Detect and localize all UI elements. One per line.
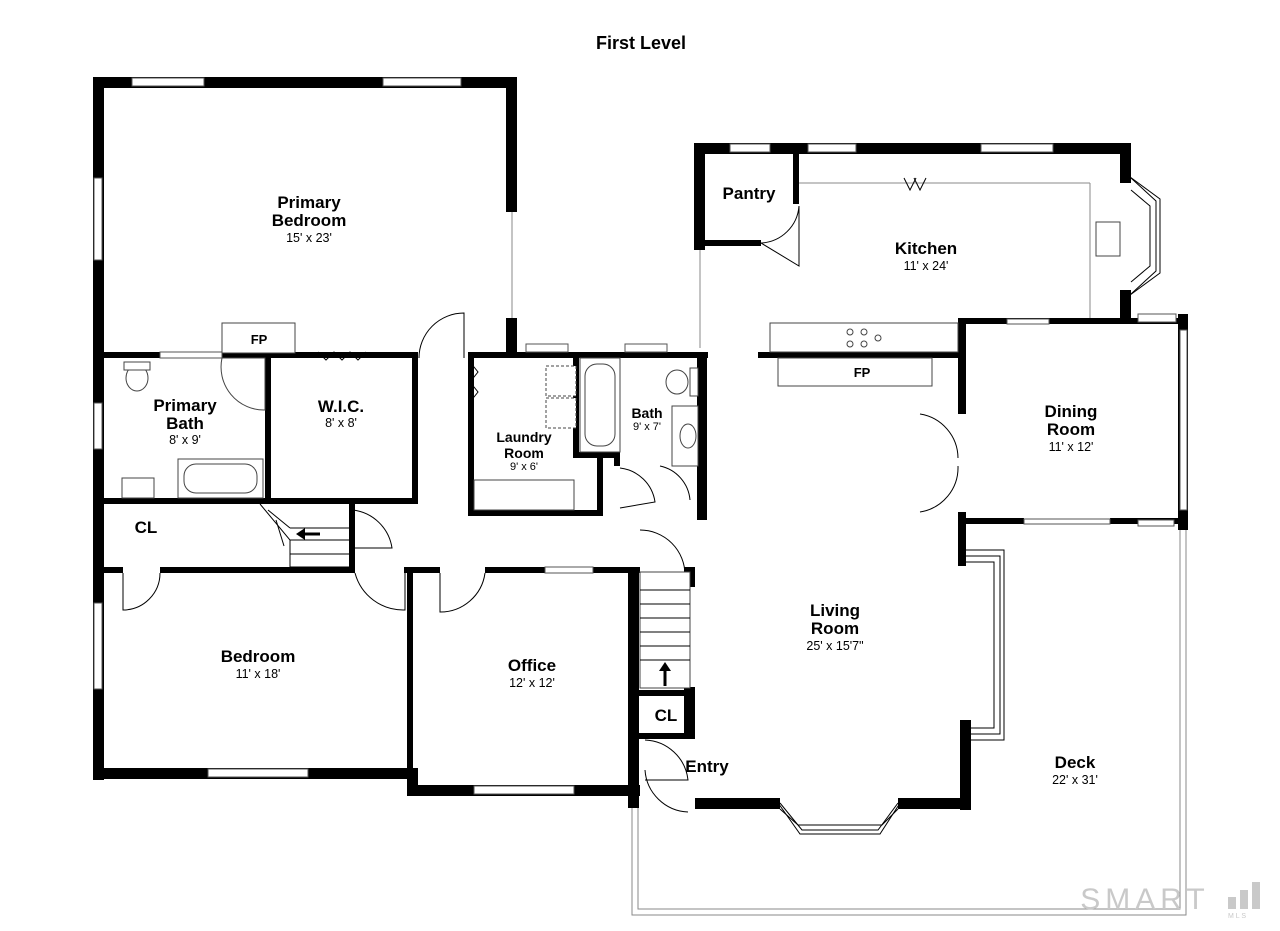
label-primary-bath-1: Primary: [153, 396, 217, 415]
dims-living: 25' x 15'7": [806, 639, 863, 653]
dims-wic: 8' x 8': [325, 416, 357, 430]
dims-primary-bedroom: 15' x 23': [286, 231, 332, 245]
dims-primary-bath: 8' x 9': [169, 433, 201, 447]
living-bay-window: [779, 802, 899, 831]
label-closet-left: CL: [135, 518, 158, 537]
label-bedroom: Bedroom: [221, 647, 296, 666]
label-pantry: Pantry: [723, 184, 776, 203]
label-closet-entry: CL: [655, 706, 678, 725]
label-fp-bedroom: FP: [251, 332, 268, 347]
label-laundry-1: Laundry: [496, 429, 551, 445]
label-laundry-2: Room: [504, 445, 544, 461]
label-living-1: Living: [810, 601, 860, 620]
label-dining-2: Room: [1047, 420, 1095, 439]
stair-down-arrow-icon: [296, 528, 320, 540]
label-primary-bath-2: Bath: [166, 414, 204, 433]
smart-mls-watermark: SMART M L S: [1080, 882, 1260, 920]
label-living-2: Room: [811, 619, 859, 638]
label-entry: Entry: [685, 757, 729, 776]
dims-bedroom: 11' x 18': [236, 667, 281, 681]
dims-laundry: 9' x 6': [510, 461, 538, 473]
label-kitchen: Kitchen: [895, 239, 957, 258]
label-primary-bedroom-2: Bedroom: [272, 211, 347, 230]
label-wic: W.I.C.: [318, 397, 364, 416]
doors: [122, 177, 959, 813]
label-dining-1: Dining: [1045, 402, 1098, 421]
watermark-sub: M L S: [1228, 913, 1246, 920]
windows: [93, 77, 1188, 795]
dims-dining: 11' x 12': [1049, 440, 1094, 454]
label-primary-bedroom-1: Primary: [277, 193, 341, 212]
label-bath: Bath: [631, 405, 662, 421]
plan-title: First Level: [596, 33, 686, 53]
dims-office: 12' x 12': [509, 676, 555, 690]
kitchen-bay-window: [1130, 177, 1157, 295]
dims-kitchen: 11' x 24': [904, 259, 949, 273]
label-fp-kitchen: FP: [854, 365, 871, 380]
living-side-window: [966, 555, 1001, 735]
label-deck: Deck: [1055, 753, 1096, 772]
fixtures: [121, 221, 1121, 689]
deck-outline: [631, 530, 1187, 916]
dims-bath: 9' x 7': [633, 421, 661, 433]
label-office: Office: [508, 656, 556, 675]
walls: [93, 77, 1188, 810]
watermark-text: SMART: [1080, 883, 1209, 916]
dims-deck: 22' x 31': [1052, 773, 1098, 787]
stair-up-arrow-icon: [659, 662, 671, 686]
